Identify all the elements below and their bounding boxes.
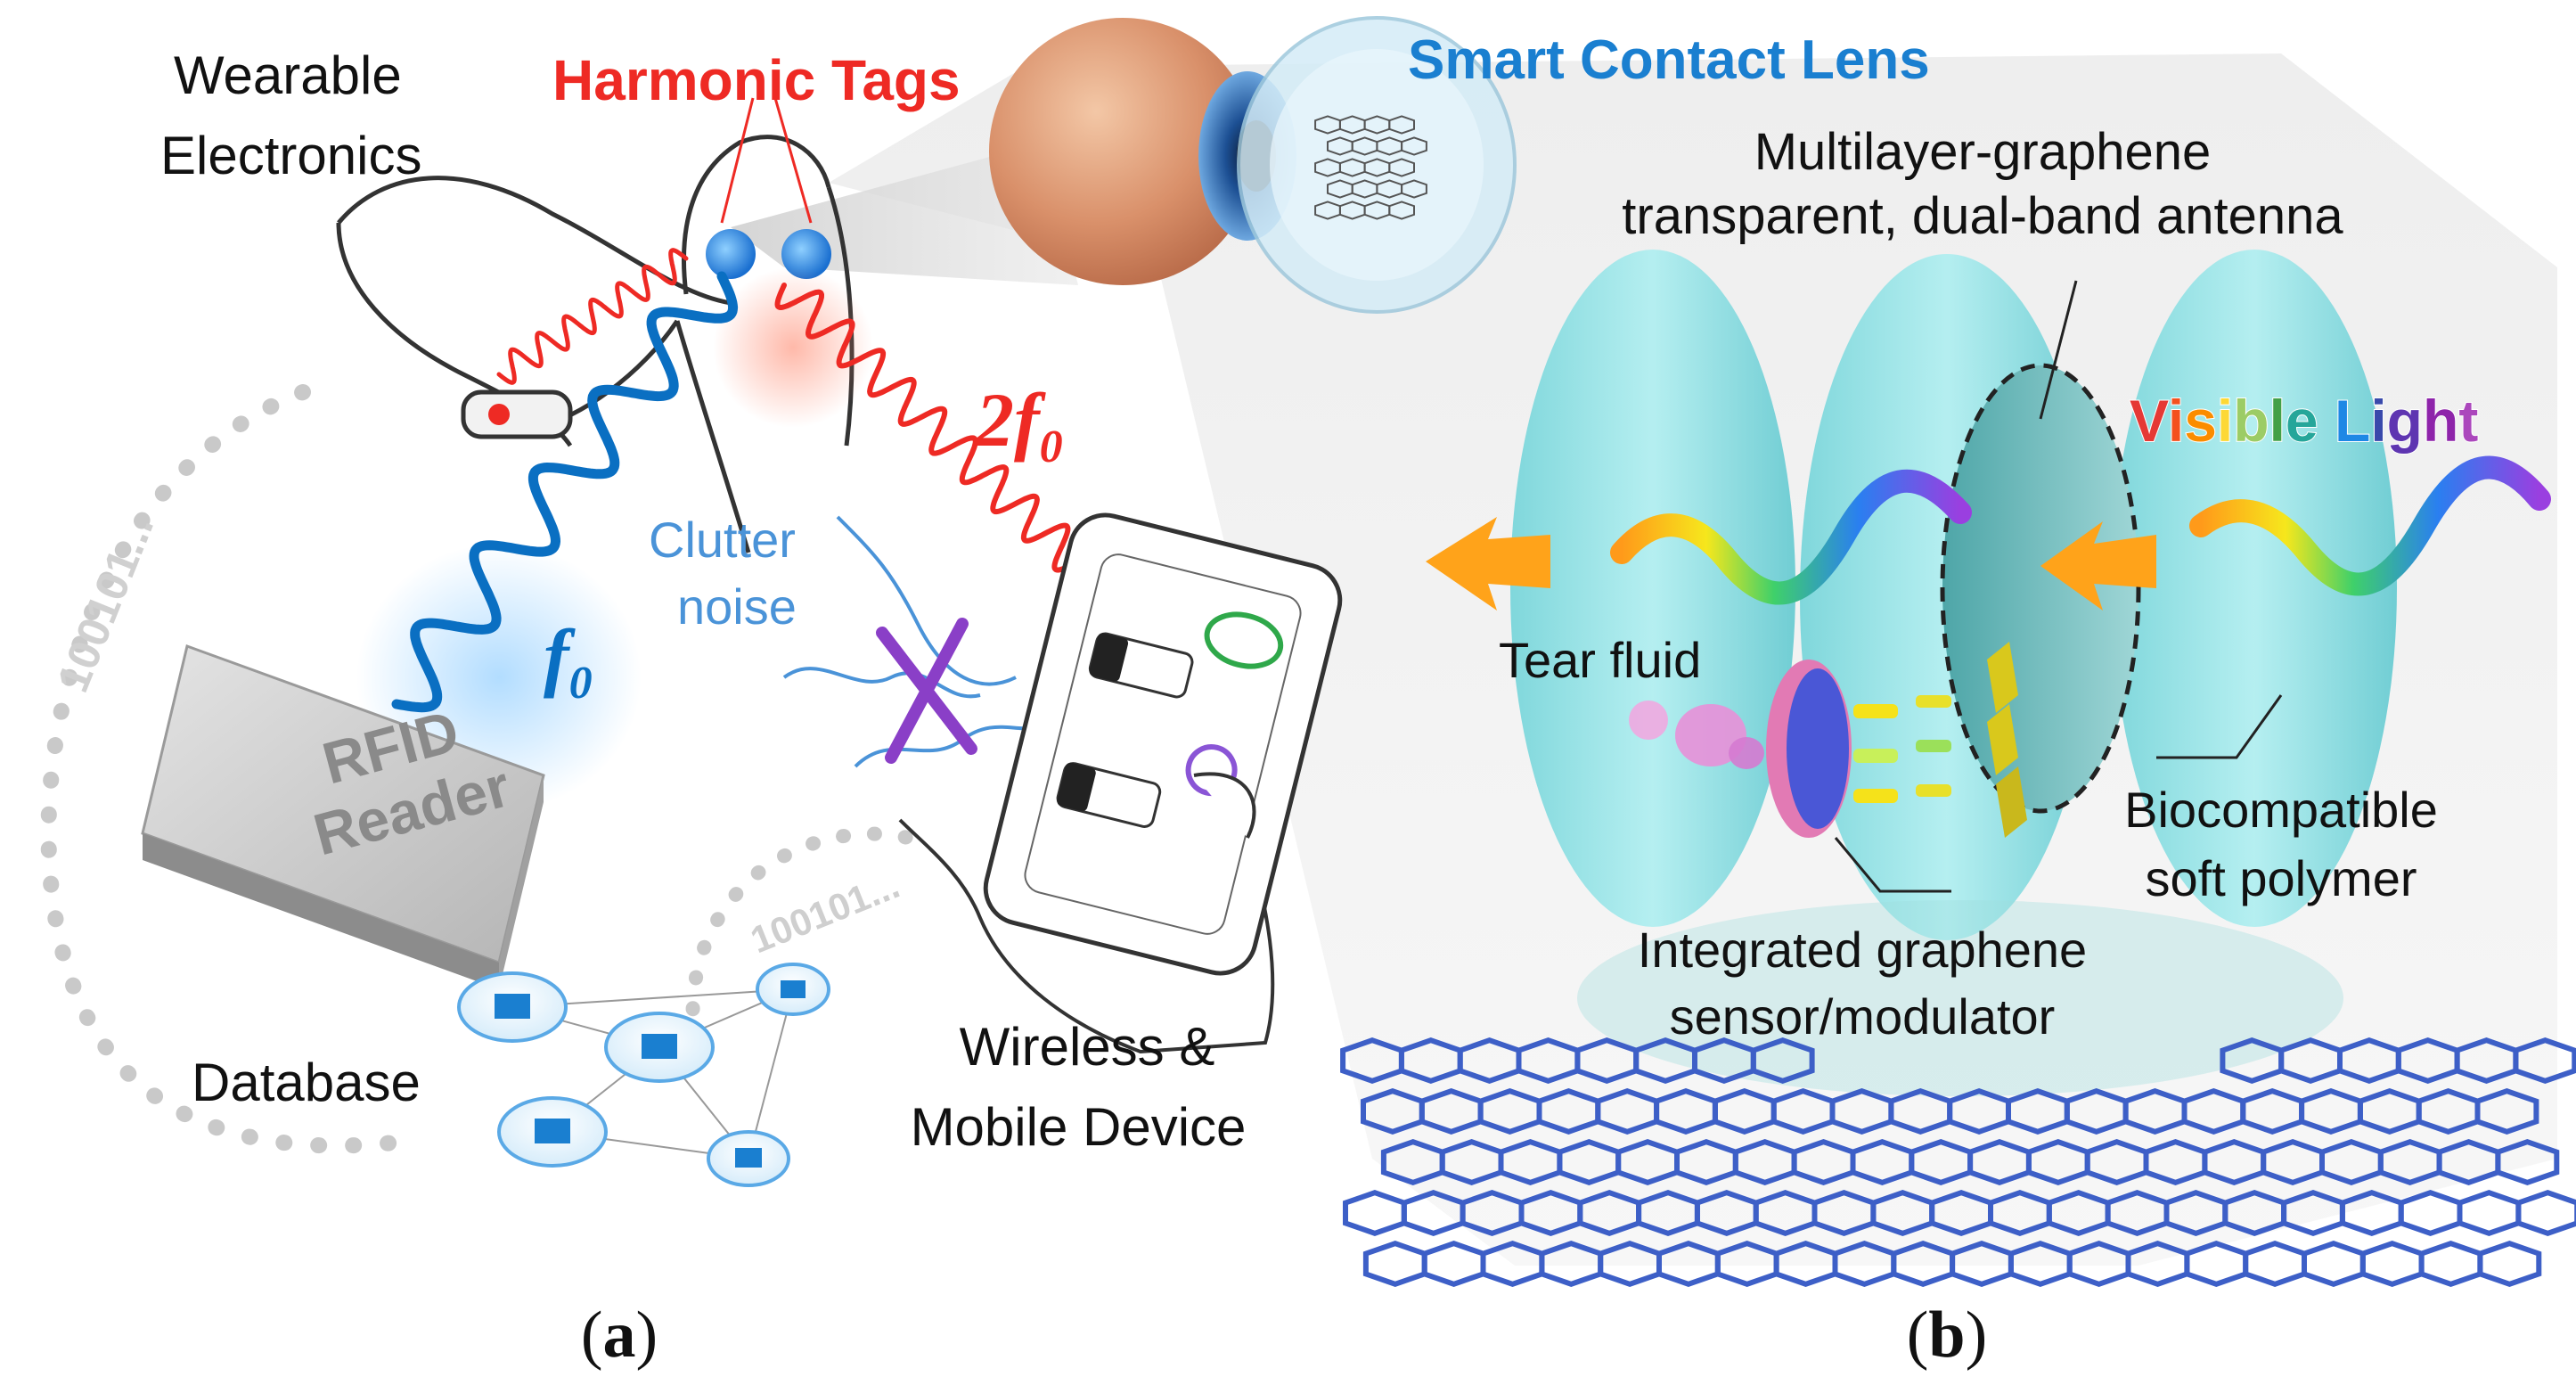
binary-text-outer: 100101...: [47, 508, 163, 699]
clutter-label-line2: noise: [677, 578, 797, 635]
harmonic-wave-glasses: [496, 248, 689, 385]
binary-dots-inner: [685, 826, 943, 1050]
graphene-hexagon: [1421, 1241, 1486, 1287]
visible-light-wave-left: [1610, 469, 1972, 605]
visible-light-letter: V: [2130, 388, 2169, 454]
visible-light-wave-right: [2189, 455, 2551, 596]
tear-fluid-label: Tear fluid: [1499, 632, 1701, 688]
polymer-label-line1: Biocompatible: [2124, 782, 2438, 838]
database-network: [457, 963, 830, 1187]
visible-light-letter: t: [2458, 388, 2478, 454]
wearable-label-line2: Electronics: [160, 126, 421, 185]
graphene-hexagon: [2477, 1241, 2542, 1287]
visible-light-letter: h: [2423, 388, 2458, 454]
visible-light-letter: i: [2168, 388, 2184, 454]
lens-graphene-pattern: [1314, 115, 1427, 220]
second-harmonic-label: 2f0: [974, 377, 1063, 472]
bacteria-icon: [1204, 611, 1284, 669]
graphene-hexagon: [2302, 1241, 2366, 1287]
graphene-hexagon: [2243, 1241, 2307, 1287]
graphene-hexagon: [2418, 1241, 2483, 1287]
graphene-hexagon: [1388, 115, 1415, 135]
sensor-label-line2: sensor/modulator: [1670, 988, 2056, 1045]
visible-light-letter: i: [2370, 388, 2386, 454]
graphene-hexagon: [1343, 1190, 1407, 1236]
graphene-hexagon: [2513, 1037, 2576, 1084]
cloud-node-1: [457, 971, 568, 1043]
leader-lines: [1834, 280, 2283, 893]
antenna-label-line2: transparent, dual-band antenna: [1622, 187, 2343, 245]
cloud-node-3: [756, 963, 830, 1016]
block-x-icon: [876, 618, 977, 764]
mobile-label-line1: Wireless &: [960, 1017, 1215, 1077]
visible-light-letter: l: [2269, 388, 2286, 454]
graphene-hexagon: [2515, 1190, 2576, 1236]
mobile-label-line2: Mobile Device: [911, 1097, 1247, 1157]
visible-light-letter: g: [2387, 388, 2423, 454]
rfid-reader: [141, 644, 545, 989]
harmonic-tags-label: Harmonic Tags: [552, 48, 961, 112]
graphene-sensor-modulator: [1766, 642, 2027, 838]
harmonic-tag-right: [781, 229, 831, 279]
visible-light-letter: s: [2184, 388, 2217, 454]
harmonic-wave-2f0: [774, 283, 1133, 609]
harmonic-tag-left: [706, 229, 756, 279]
binary-dots-outer: [40, 384, 418, 1154]
mobile-device: [898, 512, 1343, 1054]
database-label: Database: [192, 1053, 421, 1112]
visible-light-arrow-right: [2040, 521, 2156, 611]
graphene-hexagon: [1401, 179, 1427, 199]
graphene-hexagon: [2184, 1241, 2249, 1287]
visible-light-letter: e: [2286, 388, 2318, 454]
graphene-lattice: [1340, 1037, 2576, 1287]
virus-icon: [1185, 744, 1238, 797]
clutter-label-line1: Clutter: [649, 512, 796, 568]
smart-lens-label: Smart Contact Lens: [1408, 29, 1930, 91]
graphene-hexagon: [1362, 1241, 1427, 1287]
graphene-hexagon: [1750, 1037, 1815, 1084]
binary-text-inner: 100101...: [745, 864, 905, 961]
wearable-label-line1: Wearable: [174, 45, 402, 105]
cloud-node-2: [604, 1012, 715, 1083]
graphene-antenna: [1940, 363, 2141, 814]
visible-light-arrow-left: [1426, 517, 1550, 611]
panel-b: Smart Contact Lens Multilayer-graphene t…: [731, 16, 2576, 1287]
tear-fluid-blobs: [1629, 701, 1764, 769]
visible-light-letter: i: [2217, 388, 2233, 454]
graphene-hexagon: [1401, 136, 1427, 156]
graphene-hexagon: [1388, 158, 1415, 177]
cloud-node-5: [707, 1130, 790, 1187]
caption-a: (a): [581, 1299, 658, 1372]
graphene-hexagon: [2457, 1190, 2522, 1236]
graphene-hexagon: [2495, 1139, 2560, 1185]
visible-light-label: Visible Light: [2130, 388, 2478, 454]
sensor-label-line1: Integrated graphene: [1638, 922, 2087, 978]
graphene-hexagon: [2359, 1241, 2425, 1287]
eyeball-with-lens: [989, 16, 1517, 314]
fundamental-wave-f0: [391, 271, 739, 713]
graphene-hexagon: [2398, 1190, 2463, 1236]
graphene-hexagon: [2474, 1088, 2539, 1135]
graphene-hexagon: [1388, 201, 1415, 220]
clutter-noise: [782, 515, 1053, 768]
visible-light-letter: L: [2335, 388, 2370, 454]
visible-light-letter: b: [2233, 388, 2269, 454]
antenna-label-line1: Multilayer-graphene: [1754, 123, 2212, 181]
tag-glow: [713, 267, 873, 428]
caption-b: (b): [1907, 1299, 1987, 1372]
polymer-label-line2: soft polymer: [2146, 850, 2417, 906]
visible-light-letter: [2318, 388, 2335, 454]
harmonic-tags-pointers: [720, 97, 813, 224]
cloud-node-4: [497, 1096, 608, 1168]
